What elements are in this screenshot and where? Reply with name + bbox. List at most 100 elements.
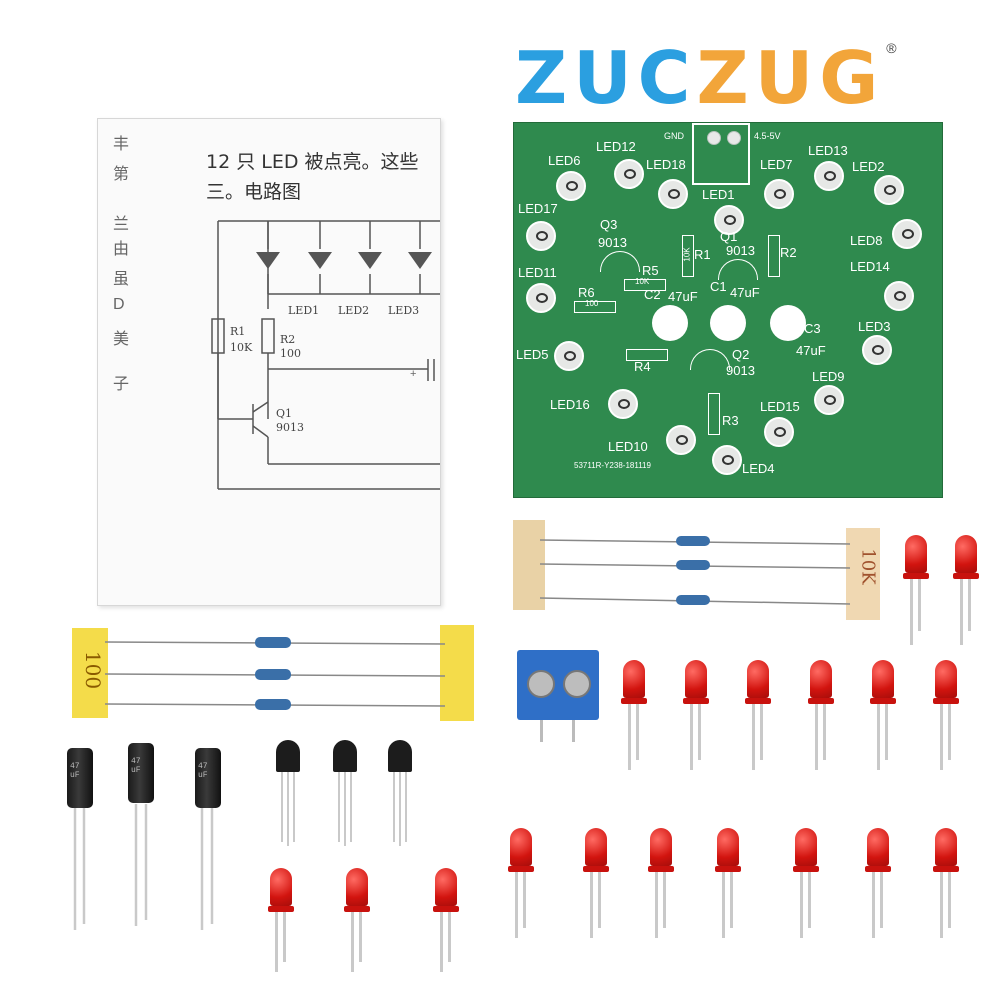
terminal-pad [707,131,721,145]
capacitor-text: 47 uF [198,762,208,780]
led-footprint-13 [814,161,844,191]
pcb-label-r1-value: 10K [682,247,692,262]
pcb-label-led15: LED15 [760,399,800,414]
screw-icon [563,670,591,698]
svg-text:D: D [113,296,125,313]
tape-label-10k: 10K [857,548,879,585]
led-footprint-9 [814,385,844,415]
led-footprint-12 [614,159,644,189]
led-footprint-7 [764,179,794,209]
red-led [508,828,534,938]
led-footprint-16 [608,389,638,419]
led-footprint-15 [764,417,794,447]
pcb-label-led13: LED13 [808,143,848,158]
schematic-label-led1: LED1 [288,304,320,317]
pcb-label-led4: LED4 [742,461,775,476]
tape-label-100: 100 [81,650,106,690]
resistor-footprint-r6: 100 [574,299,616,313]
pcb-label-q3: Q3 [600,217,618,232]
pcb-label-led1: LED1 [702,187,735,202]
transistor-9013 [333,740,357,772]
led-footprint-2 [874,175,904,205]
circuit-schematic: 丰 第 兰 由 虽 D 美 子 + [113,135,440,490]
pcb-label-c2-value: 47uF [668,289,698,304]
pcb-label-led12: LED12 [596,139,636,154]
red-led [933,660,959,770]
tape-strip-label: 10K [846,528,880,620]
electrolytic-capacitor: 47 uF [128,743,154,803]
red-led [648,828,674,938]
red-led [268,868,294,978]
schematic-label-r2-value: 100 [280,347,301,360]
pcb-label-led18: LED18 [646,157,686,172]
brand-logo: ZUC ZUG ® [515,40,897,115]
svg-text:丰: 丰 [113,135,129,153]
pcb-label-led8: LED8 [850,233,883,248]
red-led [793,828,819,938]
schematic-label-q1: Q1 [276,407,293,420]
pcb-board: GND 4.5-5V LED1 LED2 LED3 LED4 LED5 LED6… [513,122,943,498]
pcb-label-r4: R4 [634,359,651,374]
pcb-label-led2: LED2 [852,159,885,174]
tape-strip [513,520,545,610]
red-led [583,828,609,938]
svg-text:子: 子 [113,375,129,393]
instruction-manual: 12 只 LED 被点亮。这些 三。电路图 [97,118,441,606]
red-led [344,868,370,978]
pcb-label-q2: Q2 [732,347,750,362]
terminal-pad [727,131,741,145]
pcb-label-c3-value: 47uF [796,343,826,358]
transistor-legs [281,772,407,846]
terminal-pin [540,720,543,742]
pcb-label-led10: LED10 [608,439,648,454]
pcb-label-r5: R5 [642,263,659,278]
transistor-9013 [388,740,412,772]
resistor-footprint-r1: 10K [682,235,694,277]
logo-text-zuc: ZUC [515,35,697,120]
schematic-label-q1-value: 9013 [276,421,304,434]
led-footprint-18 [658,179,688,209]
led-footprint-6 [556,171,586,201]
pcb-label-led3: LED3 [858,319,891,334]
terminal-pin [572,720,575,742]
pcb-label-led9: LED9 [812,369,845,384]
led-footprint-11 [526,283,556,313]
pcb-label-r3: R3 [722,413,739,428]
resistor-strip-10k [540,536,850,605]
led-footprint-17 [526,221,556,251]
pcb-label-r6: R6 [578,285,595,300]
schematic-label-led3: LED3 [388,304,420,317]
pcb-label-q3-value: 9013 [598,235,627,250]
pcb-label-c1: C1 [710,279,727,294]
resistor-footprint-r3 [708,393,720,435]
red-led [808,660,834,770]
manual-text-line1: 12 只 LED 被点亮。这些 [206,151,419,173]
led-footprint-4 [712,445,742,475]
capacitor-legs [73,804,214,930]
capacitor-text: 47 uF [70,762,80,780]
terminal-footprint [692,123,750,185]
capacitor-footprint-c2 [652,305,688,341]
red-led [953,535,979,645]
pcb-label-c1-value: 47uF [730,285,760,300]
svg-text:美: 美 [113,330,129,348]
transistor-footprint-q1 [718,259,758,280]
pcb-label-led11: LED11 [518,265,557,280]
red-led [865,828,891,938]
pcb-label-c3: C3 [804,321,821,336]
electrolytic-capacitor: 47 uF [67,748,93,808]
pcb-label-led14: LED14 [850,259,890,274]
svg-text:第: 第 [113,165,129,183]
svg-text:+: + [410,368,416,380]
pcb-label-gnd: GND [664,131,684,141]
red-led [870,660,896,770]
pcb-label-r6-value: 100 [585,299,599,308]
red-led [933,828,959,938]
pcb-serial-code: 53711R-Y238-181119 [574,461,651,470]
led-footprint-8 [892,219,922,249]
screw-terminal [517,650,599,720]
capacitor-text: 47 uF [131,757,141,775]
pcb-label-r2: R2 [780,245,797,260]
pcb-label-r1: R1 [694,247,711,262]
capacitor-footprint-c3 [770,305,806,341]
